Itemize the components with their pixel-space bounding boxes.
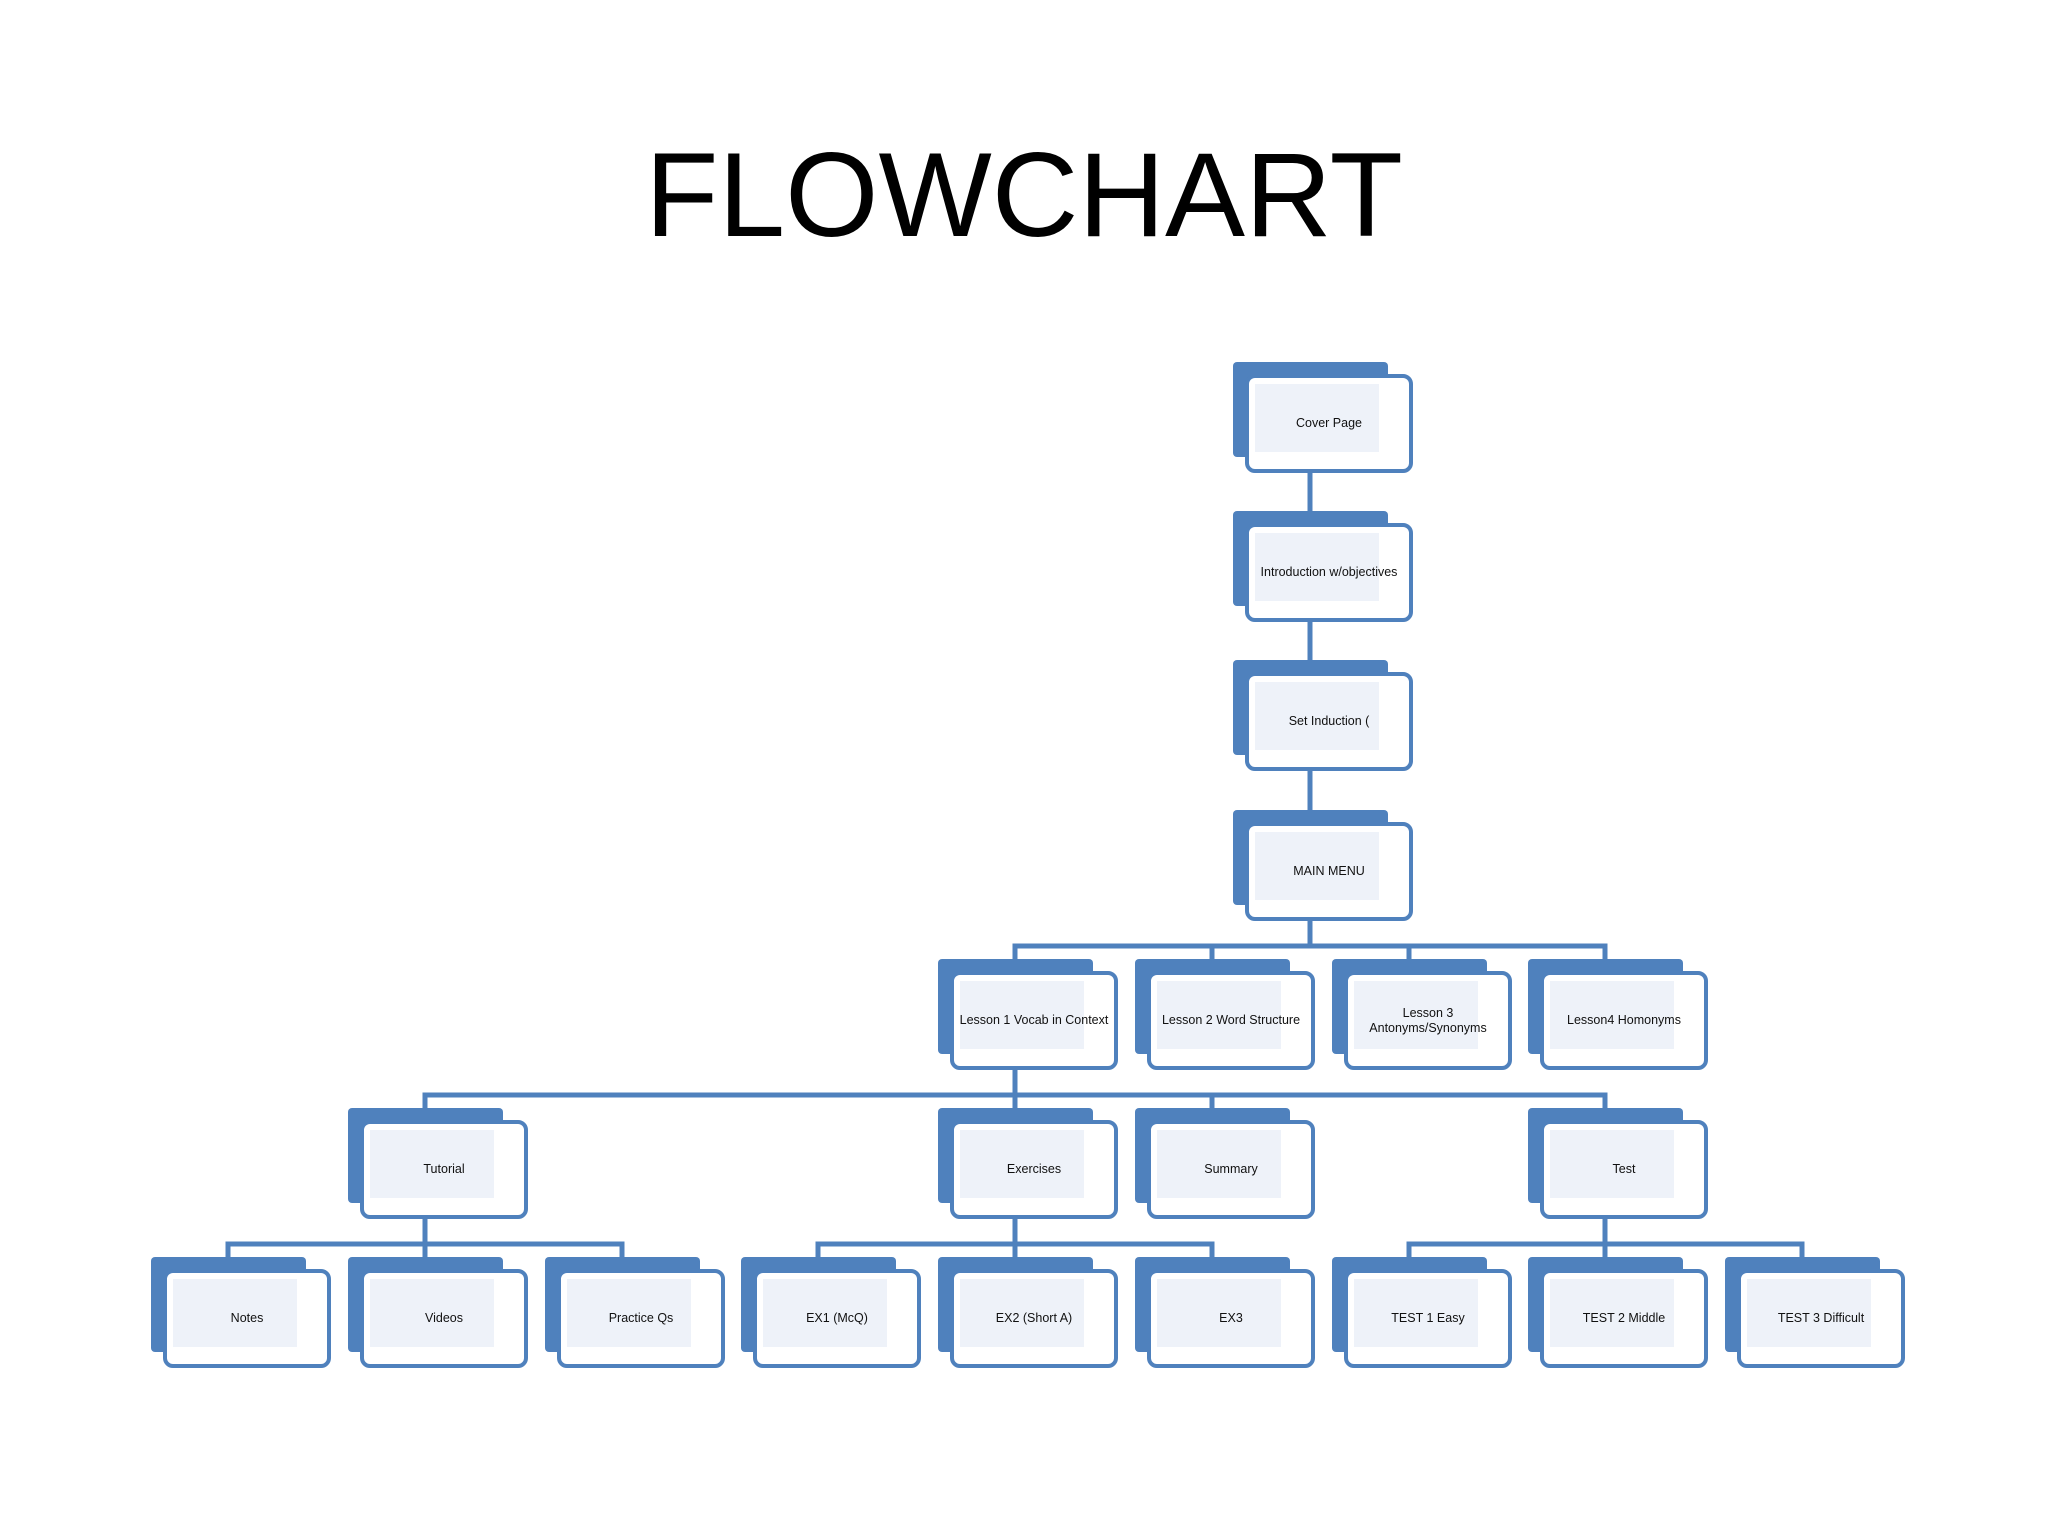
- node-tutorial: Tutorial: [348, 1108, 528, 1219]
- node-label: Cover Page: [1295, 416, 1362, 430]
- node-label: EX1 (McQ): [806, 1311, 868, 1325]
- node-lesson-4: Lesson4 Homonyms: [1528, 959, 1708, 1070]
- node-introduction: Introduction w/objectives: [1233, 511, 1413, 622]
- node-label: Lesson 1 Vocab in Context: [959, 1013, 1109, 1027]
- node-lesson-1: Lesson 1 Vocab in Context: [938, 959, 1118, 1070]
- node-label: Lesson 3 Antonyms/Synonyms: [1369, 1005, 1487, 1035]
- node-test: Test: [1528, 1108, 1708, 1219]
- node-exercises: Exercises: [938, 1108, 1118, 1219]
- node-notes: Notes: [151, 1257, 331, 1368]
- node-videos: Videos: [348, 1257, 528, 1368]
- slide-title: FLOWCHART: [645, 128, 1403, 262]
- node-practice-qs: Practice Qs: [545, 1257, 725, 1368]
- node-label: Lesson 2 Word Structure: [1161, 1013, 1301, 1027]
- node-label: EX2 (Short A): [995, 1311, 1073, 1325]
- node-label: Tutorial: [423, 1162, 465, 1176]
- node-label: TEST 2 Middle: [1582, 1311, 1666, 1325]
- node-label: Exercises: [1006, 1162, 1062, 1176]
- node-label: Lesson4 Homonyms: [1567, 1013, 1681, 1027]
- node-test-2: TEST 2 Middle: [1528, 1257, 1708, 1368]
- node-label: MAIN MENU: [1293, 864, 1365, 878]
- node-label: Test: [1612, 1162, 1636, 1176]
- node-label: EX3: [1219, 1311, 1243, 1325]
- node-test-1: TEST 1 Easy: [1332, 1257, 1512, 1368]
- node-label: Practice Qs: [608, 1311, 674, 1325]
- node-label: Introduction w/objectives: [1260, 565, 1398, 579]
- node-ex2: EX2 (Short A): [938, 1257, 1118, 1368]
- node-cover-page: Cover Page: [1233, 362, 1413, 473]
- node-ex1: EX1 (McQ): [741, 1257, 921, 1368]
- node-label: TEST 1 Easy: [1391, 1311, 1465, 1325]
- node-summary: Summary: [1135, 1108, 1315, 1219]
- node-test-3: TEST 3 Difficult: [1725, 1257, 1905, 1368]
- node-ex3: EX3: [1135, 1257, 1315, 1368]
- node-lesson-2: Lesson 2 Word Structure: [1135, 959, 1315, 1070]
- node-label: Notes: [230, 1311, 264, 1325]
- node-label: TEST 3 Difficult: [1777, 1311, 1865, 1325]
- node-label: Set Induction (: [1288, 714, 1370, 728]
- node-set-induction: Set Induction (: [1233, 660, 1413, 771]
- node-lesson-3: Lesson 3 Antonyms/Synonyms: [1332, 959, 1512, 1070]
- node-main-menu: MAIN MENU: [1233, 810, 1413, 921]
- node-label: Summary: [1204, 1162, 1258, 1176]
- node-label: Videos: [425, 1311, 463, 1325]
